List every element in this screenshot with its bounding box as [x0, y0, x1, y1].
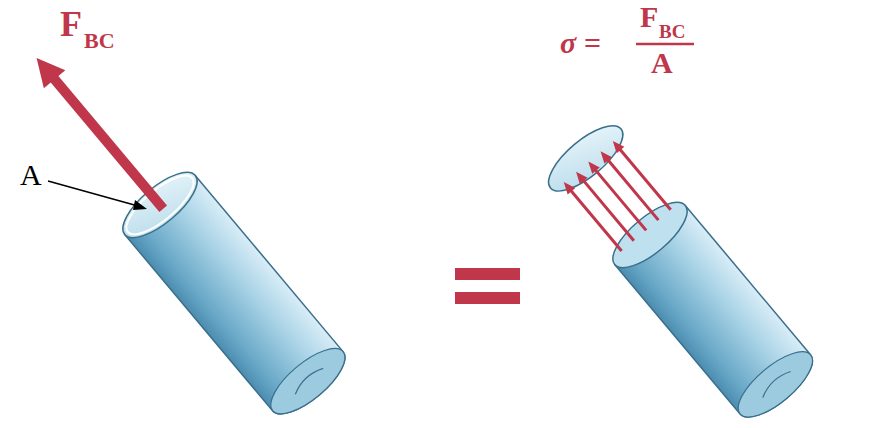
right-rod: [539, 115, 822, 428]
fraction-bar: [636, 43, 694, 46]
force-symbol: F: [640, 2, 658, 32]
area-symbol: A: [651, 48, 673, 78]
force-subscript: BC: [659, 22, 685, 41]
force-symbol: F: [60, 6, 82, 42]
left-rod: [1, 28, 354, 424]
equals-bar: [455, 268, 520, 280]
equals-bar: [455, 292, 520, 304]
stress-symbol: σ =: [560, 28, 601, 58]
area-label: A: [20, 160, 42, 190]
force-subscript: BC: [84, 30, 115, 52]
